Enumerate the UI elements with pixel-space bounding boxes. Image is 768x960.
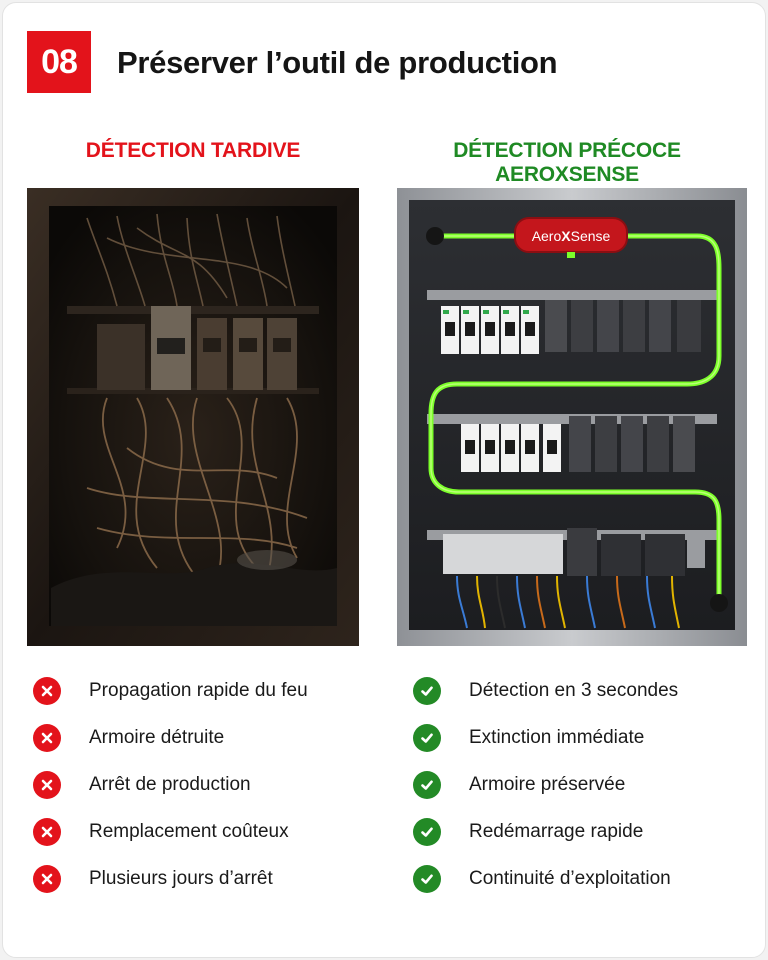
right-column-heading: DÉTECTION PRÉCOCE AEROXSENSE [453, 139, 681, 186]
list-item: Arrêt de production [33, 761, 308, 808]
list-item: Extinction immédiate [413, 714, 678, 761]
cross-icon [33, 723, 61, 752]
svg-text:AeroXSense: AeroXSense [532, 228, 611, 244]
list-item: Armoire détruite [33, 714, 308, 761]
list-item: Armoire préservée [413, 761, 678, 808]
list-item-label: Remplacement coûteux [89, 820, 289, 842]
list-item-label: Redémarrage rapide [469, 820, 644, 842]
list-item-label: Plusieurs jours d’arrêt [89, 867, 273, 889]
list-item: Plusieurs jours d’arrêt [33, 855, 308, 902]
check-icon [413, 723, 441, 752]
device-label-aero: Aero [532, 228, 562, 244]
list-item-label: Détection en 3 secondes [469, 679, 679, 701]
list-item-label: Extinction immédiate [469, 726, 645, 748]
cross-icon [33, 864, 61, 893]
list-item-label: Arrêt de production [89, 773, 251, 795]
list-item-label: Armoire détruite [89, 726, 225, 748]
late-detection-consequences-list: Propagation rapide du feu Armoire détrui… [33, 667, 308, 902]
list-item-label: Continuité d’exploitation [469, 867, 671, 889]
early-detection-benefits-list: Détection en 3 secondes Extinction imméd… [413, 667, 678, 902]
list-item: Continuité d’exploitation [413, 855, 678, 902]
section-number-badge: 08 [27, 31, 91, 93]
list-item-label: Propagation rapide du feu [89, 679, 308, 701]
cross-icon [33, 770, 61, 799]
protected-cabinet-image: AeroXSense [397, 188, 747, 646]
left-column-heading: DÉTECTION TARDIVE [85, 139, 301, 162]
check-icon [413, 817, 441, 846]
list-item: Détection en 3 secondes [413, 667, 678, 714]
list-item-label: Armoire préservée [469, 773, 626, 795]
check-icon [413, 770, 441, 799]
cross-icon [33, 676, 61, 705]
burned-cabinet-image [27, 188, 359, 646]
page-title: Préserver l’outil de production [117, 45, 558, 80]
device-label-x: X [561, 228, 571, 244]
check-icon [413, 864, 441, 893]
list-item: Propagation rapide du feu [33, 667, 308, 714]
list-item: Remplacement coûteux [33, 808, 308, 855]
cross-icon [33, 817, 61, 846]
list-item: Redémarrage rapide [413, 808, 678, 855]
check-icon [413, 676, 441, 705]
device-label-sense: Sense [571, 228, 611, 244]
